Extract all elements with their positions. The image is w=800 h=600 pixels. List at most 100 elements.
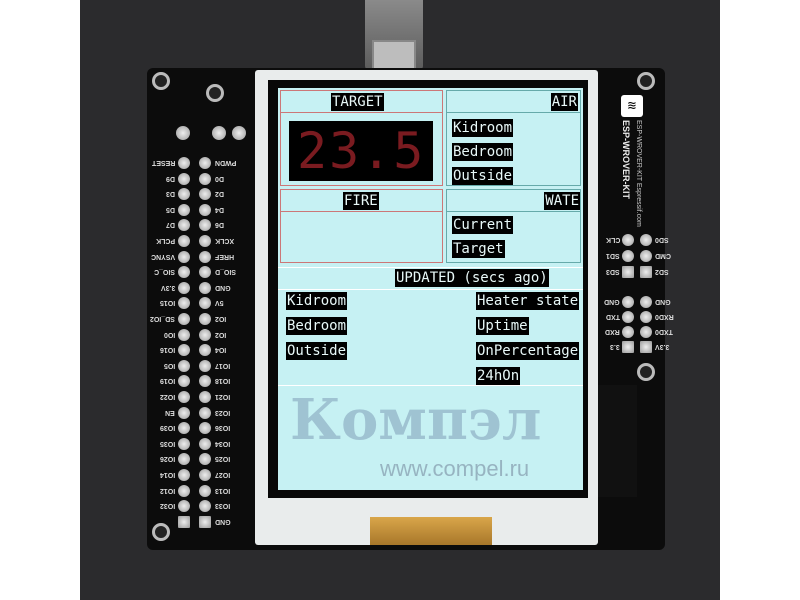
divider xyxy=(278,289,583,290)
air-title: AIR xyxy=(550,93,578,111)
pin-label: IO17 xyxy=(215,361,231,369)
watermark-url: www.compel.ru xyxy=(380,456,530,481)
header-pin xyxy=(640,234,652,246)
header-pin xyxy=(640,250,652,262)
fire-title: FIRE xyxy=(343,192,379,210)
header-pin xyxy=(199,422,211,435)
pin-label: IO36 xyxy=(215,424,231,432)
pin-label: TXD0 xyxy=(655,328,673,335)
on-percentage: OnPercentage xyxy=(476,342,580,360)
jumper-pin xyxy=(232,126,246,140)
header-pin xyxy=(640,326,652,338)
target-title: TARGET xyxy=(331,93,384,111)
pin-label: IO12 xyxy=(159,486,175,494)
espressif-logo-icon: ≋ xyxy=(621,95,643,117)
header-pin xyxy=(640,311,652,323)
header-pin xyxy=(622,311,634,323)
pin-label: IO39 xyxy=(159,424,175,432)
pin-label: SD3 xyxy=(606,268,620,275)
air-panel: AIR Kidroom Bedroom Outside xyxy=(446,90,581,186)
header-pin xyxy=(199,359,211,372)
header-pin xyxy=(199,235,211,247)
header-pin xyxy=(199,437,211,450)
target-value: 23.5 xyxy=(297,122,426,180)
header-pin xyxy=(178,359,190,372)
header-pin xyxy=(178,500,190,513)
mount-hole xyxy=(152,523,170,541)
header-pin xyxy=(199,375,211,388)
pin-label: RXD0 xyxy=(655,313,674,320)
pin-label: IO32 xyxy=(159,502,175,510)
header-pin xyxy=(199,484,211,497)
header-pin xyxy=(178,172,190,185)
header-pin xyxy=(178,422,190,435)
header-pin xyxy=(199,157,211,169)
header-pin xyxy=(178,219,190,232)
lcd-screen: TARGET 23.5 AIR Kidroom Bedroom Outside … xyxy=(278,88,583,490)
pin-label: IO14 xyxy=(159,471,175,478)
header-pin xyxy=(178,375,190,388)
header-pin xyxy=(199,453,211,466)
pin-label: CLK xyxy=(605,236,620,243)
header-pin xyxy=(640,341,652,353)
target-panel: TARGET 23.5 xyxy=(280,90,443,186)
pin-label: 3.3 xyxy=(610,343,620,350)
water-current: Current xyxy=(452,216,514,234)
header-pin xyxy=(178,406,190,419)
header-pin xyxy=(199,391,211,403)
pin-label: D9 xyxy=(166,174,175,182)
header-pin xyxy=(178,344,190,357)
pin-label: IO2 xyxy=(215,330,227,338)
header-pin xyxy=(199,344,211,357)
header-pin xyxy=(178,281,190,294)
header-pin xyxy=(640,296,652,308)
pin-label: D6 xyxy=(215,221,224,229)
header-pin xyxy=(178,484,190,497)
header-pin xyxy=(178,250,190,263)
pin-label: RESET xyxy=(151,159,175,166)
header-pin xyxy=(178,266,190,279)
lcd-flex-cable xyxy=(370,517,492,545)
header-pin xyxy=(199,266,211,279)
pin-label: IO5 xyxy=(163,361,175,369)
mount-hole xyxy=(152,72,170,90)
header-pin xyxy=(178,188,190,201)
header-pin xyxy=(622,326,634,338)
header-pin xyxy=(622,266,634,278)
pin-label: IO25 xyxy=(215,455,231,463)
pin-label: SD_IO2 xyxy=(150,315,175,322)
mount-hole xyxy=(637,72,655,90)
pin-label: HREF xyxy=(215,252,235,260)
pin-label: IO34 xyxy=(215,439,231,447)
header-pin xyxy=(199,500,211,513)
usb-connector xyxy=(372,40,416,70)
header-pin xyxy=(622,250,634,262)
pin-label: IO16 xyxy=(159,346,175,354)
air-outside: Outside xyxy=(452,167,514,185)
pin-label: VSYNC xyxy=(150,252,175,260)
pin-label: CMD xyxy=(655,252,671,259)
pin-label: D7 xyxy=(166,221,175,229)
heater-state: Heater state xyxy=(476,292,580,310)
pin-label: D3 xyxy=(166,190,175,198)
header-pin xyxy=(178,235,190,247)
header-pin xyxy=(178,515,190,528)
air-kidroom: Kidroom xyxy=(452,119,514,137)
pin-label: IO0 xyxy=(163,330,175,338)
pin-label: SIO_C xyxy=(153,268,175,276)
header-pin xyxy=(199,250,211,263)
fire-panel: FIRE xyxy=(280,189,443,263)
pin-label: XCLK xyxy=(215,237,235,244)
pin-label: IO2 xyxy=(215,315,227,322)
header-pin xyxy=(199,172,211,185)
mount-hole xyxy=(206,84,224,102)
updated-outside: Outside xyxy=(286,342,348,360)
pin-label: GND xyxy=(215,283,231,291)
jumper-pin xyxy=(212,126,226,140)
header-pin xyxy=(199,297,211,310)
watermark-logo: Компэл xyxy=(290,387,542,453)
pin-label: D4 xyxy=(215,205,224,213)
header-pin xyxy=(178,391,190,403)
pin-label: D0 xyxy=(215,174,224,182)
pin-label: IO26 xyxy=(159,455,175,463)
